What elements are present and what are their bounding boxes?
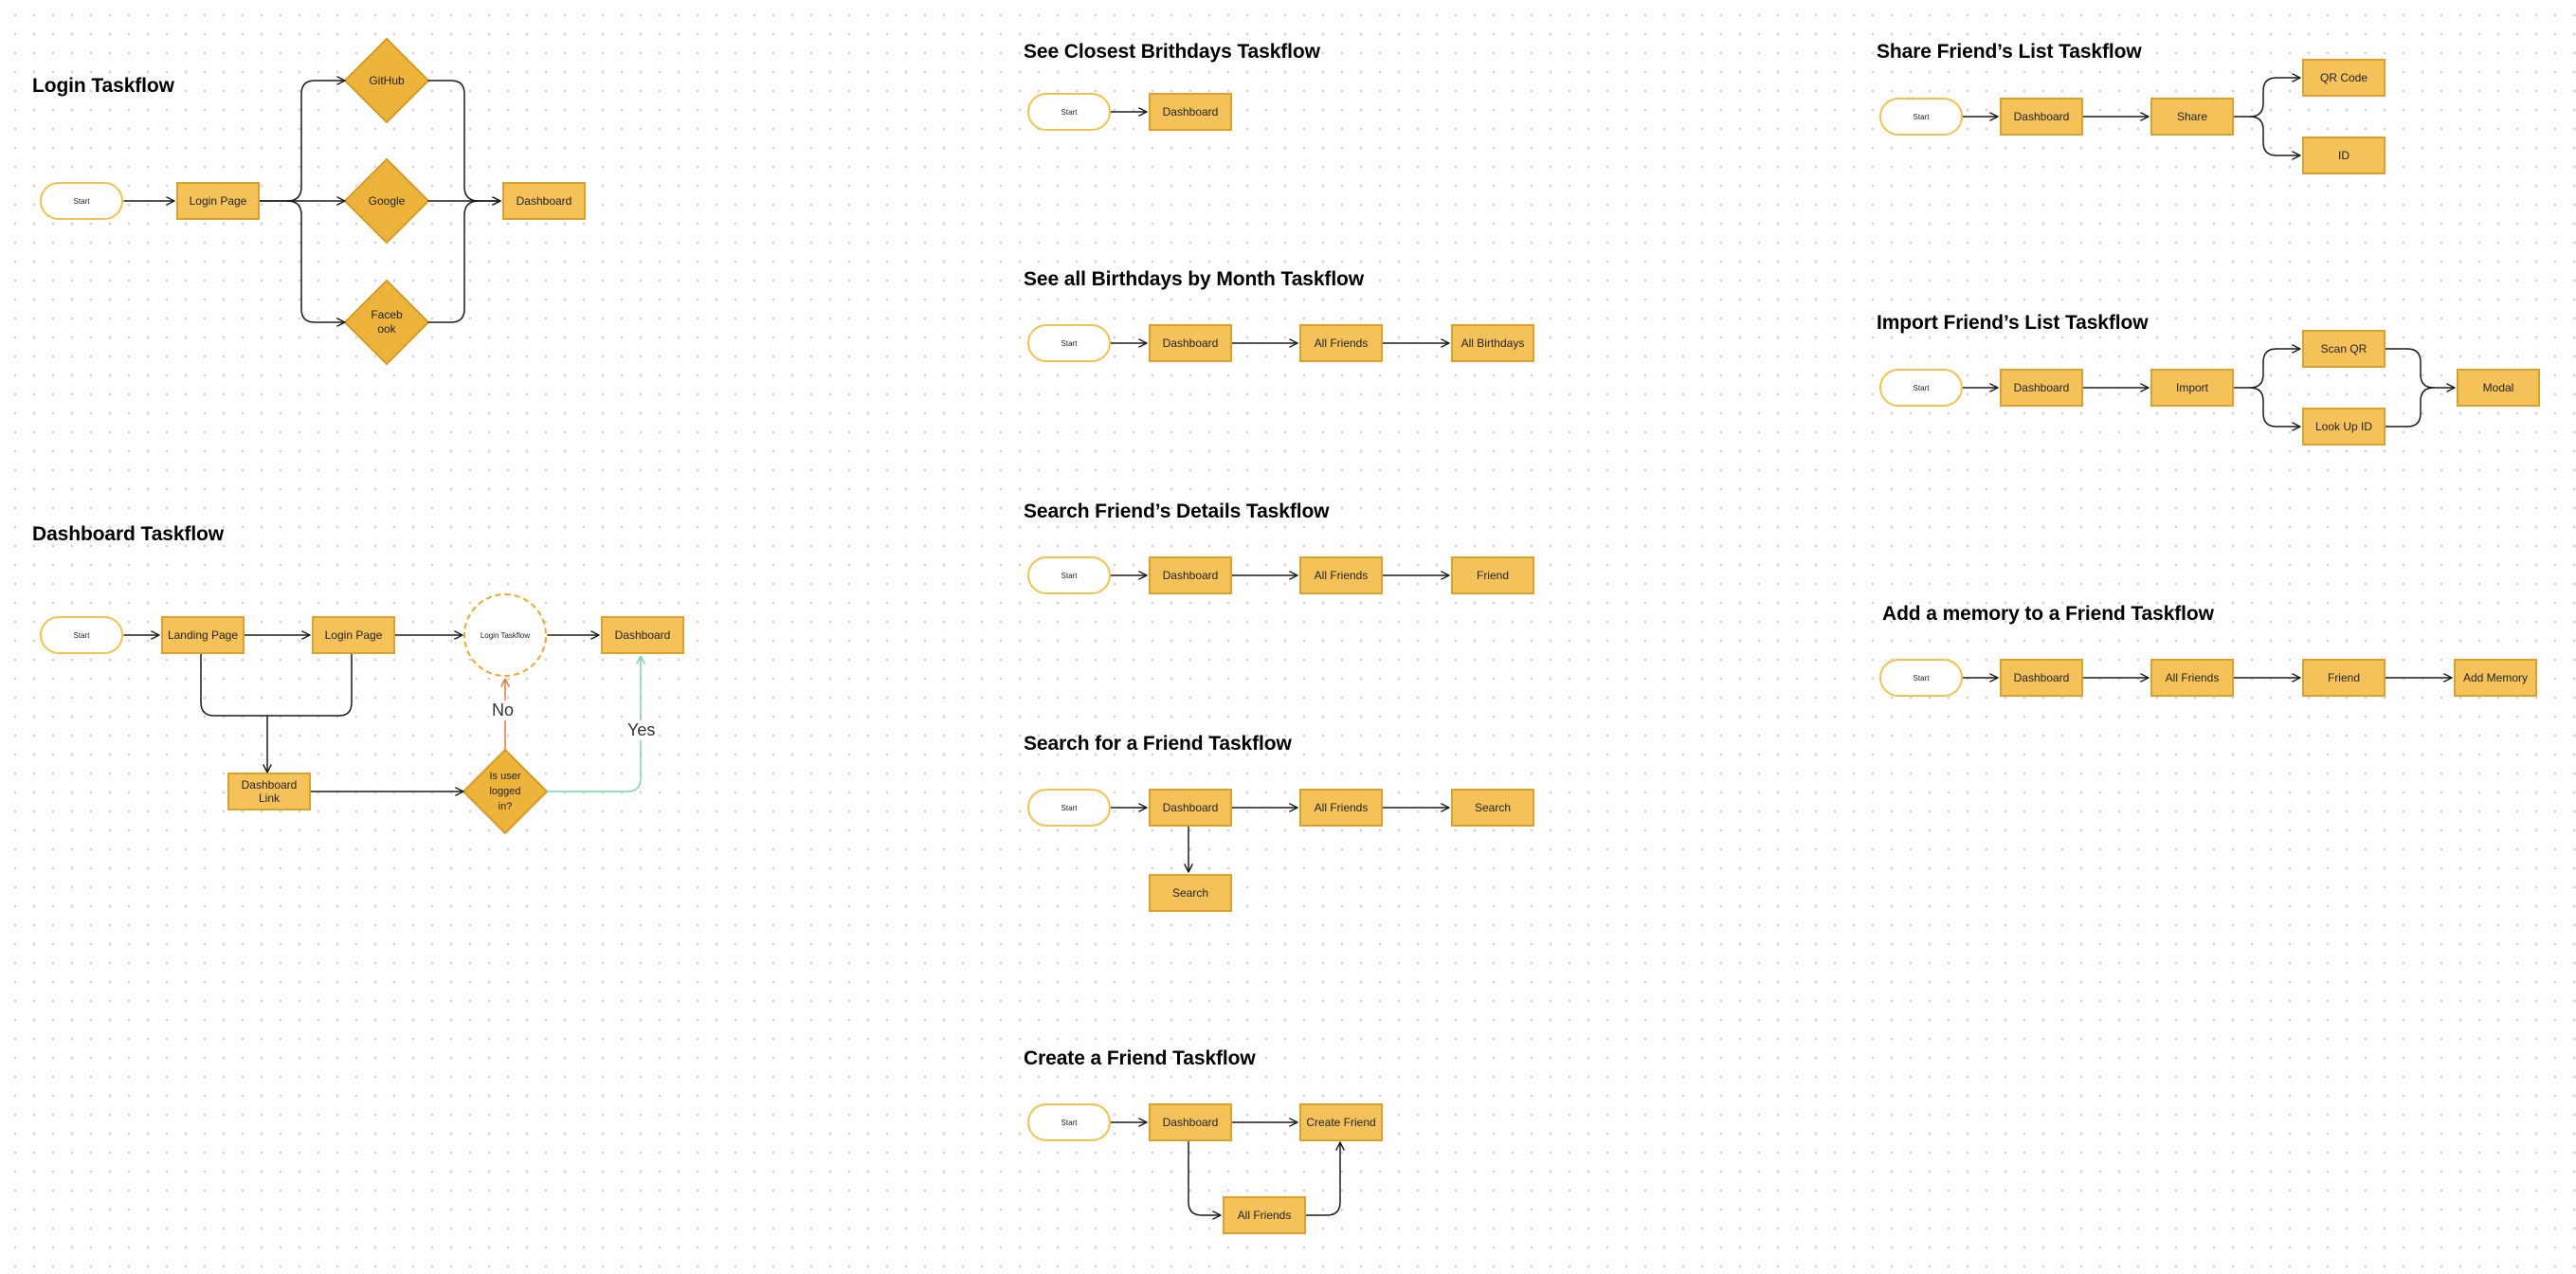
memory-dashboard-node[interactable]: Dashboard: [2000, 659, 2083, 697]
title-birthdays-by-month: See all Birthdays by Month Taskflow: [1024, 268, 1365, 290]
title-add-memory: Add a memory to a Friend Taskflow: [1882, 603, 2214, 625]
diamond-logged-in: [462, 748, 549, 835]
closest-dashboard-node[interactable]: Dashboard: [1149, 93, 1232, 131]
title-dashboard-taskflow: Dashboard Taskflow: [32, 523, 225, 545]
import-start-node[interactable]: Start: [1879, 369, 1963, 407]
login-taskflow-ref-node[interactable]: Login Taskflow: [463, 593, 547, 677]
edges-login: [123, 81, 501, 322]
create-dashboard-node[interactable]: Dashboard: [1149, 1103, 1232, 1141]
is-user-logged-in-label[interactable]: Is user logged in?: [489, 771, 521, 812]
memory-start-node[interactable]: Start: [1879, 659, 1963, 697]
dashboard-start-node[interactable]: Start: [40, 616, 123, 654]
memory-friend-node[interactable]: Friend: [2302, 659, 2386, 697]
title-search-details: Search Friend’s Details Taskflow: [1024, 500, 1330, 522]
title-import-list: Import Friend’s List Taskflow: [1877, 312, 2149, 334]
login-start-node[interactable]: Start: [40, 182, 123, 220]
search-all-friends-node[interactable]: All Friends: [1299, 789, 1383, 827]
title-closest-birthdays: See Closest Brithdays Taskflow: [1024, 41, 1320, 63]
share-dashboard-node[interactable]: Dashboard: [2000, 98, 2083, 136]
create-start-node[interactable]: Start: [1027, 1103, 1111, 1141]
scan-qr-node[interactable]: Scan QR: [2302, 330, 2386, 368]
qr-code-node[interactable]: QR Code: [2302, 59, 2386, 97]
search-dashboard-node[interactable]: Dashboard: [1149, 789, 1232, 827]
dashboard-target-node[interactable]: Dashboard: [601, 616, 684, 654]
details-all-friends-node[interactable]: All Friends: [1299, 556, 1383, 594]
edges-search-friend: [1110, 808, 1450, 873]
memory-all-friends-node[interactable]: All Friends: [2150, 659, 2234, 697]
facebook-node-label[interactable]: Faceb ook: [371, 308, 403, 336]
search-node[interactable]: Search: [1451, 789, 1534, 827]
diamond-github: [343, 37, 430, 124]
details-friend-node[interactable]: Friend: [1451, 556, 1534, 594]
edge-yes: [547, 656, 641, 792]
diamond-facebook: [343, 279, 430, 366]
title-share-list: Share Friend’s List Taskflow: [1877, 41, 2142, 63]
search-start-node[interactable]: Start: [1027, 789, 1111, 827]
month-start-node[interactable]: Start: [1027, 324, 1111, 362]
yes-edge-label: Yes: [625, 720, 659, 740]
share-node[interactable]: Share: [2150, 98, 2234, 136]
no-edge-label: No: [489, 701, 517, 720]
month-all-friends-node[interactable]: All Friends: [1299, 324, 1383, 362]
github-node-label[interactable]: GitHub: [369, 73, 405, 87]
edges-share-list: [1962, 78, 2301, 155]
dashboard-link-node[interactable]: Dashboard Link: [227, 773, 311, 810]
add-memory-node[interactable]: Add Memory: [2454, 659, 2537, 697]
diamond-google: [343, 157, 430, 245]
details-start-node[interactable]: Start: [1027, 556, 1111, 594]
title-create-friend: Create a Friend Taskflow: [1024, 1047, 1256, 1069]
search-below-node[interactable]: Search: [1149, 874, 1232, 912]
share-start-node[interactable]: Start: [1879, 98, 1963, 136]
look-up-id-node[interactable]: Look Up ID: [2302, 408, 2386, 446]
edges-dashboard: [123, 635, 600, 792]
import-modal-node[interactable]: Modal: [2457, 369, 2540, 407]
create-friend-node[interactable]: Create Friend: [1299, 1103, 1383, 1141]
edges-create-friend: [1110, 1122, 1340, 1215]
month-all-birthdays-node[interactable]: All Birthdays: [1451, 324, 1534, 362]
import-dashboard-node[interactable]: Dashboard: [2000, 369, 2083, 407]
login-page-node[interactable]: Login Page: [176, 182, 260, 220]
title-search-friend: Search for a Friend Taskflow: [1024, 733, 1292, 755]
landing-page-node[interactable]: Landing Page: [161, 616, 245, 654]
decision-shapes: [343, 37, 549, 835]
share-id-node[interactable]: ID: [2302, 136, 2386, 174]
login-dashboard-node[interactable]: Dashboard: [502, 182, 586, 220]
closest-start-node[interactable]: Start: [1027, 93, 1111, 131]
edges-import-list: [1962, 349, 2456, 427]
month-dashboard-node[interactable]: Dashboard: [1149, 324, 1232, 362]
import-node[interactable]: Import: [2150, 369, 2234, 407]
google-node-label[interactable]: Google: [368, 193, 406, 208]
dashboard-login-page-node[interactable]: Login Page: [312, 616, 395, 654]
details-dashboard-node[interactable]: Dashboard: [1149, 556, 1232, 594]
create-all-friends-node[interactable]: All Friends: [1223, 1196, 1306, 1234]
title-login-taskflow: Login Taskflow: [32, 75, 174, 97]
